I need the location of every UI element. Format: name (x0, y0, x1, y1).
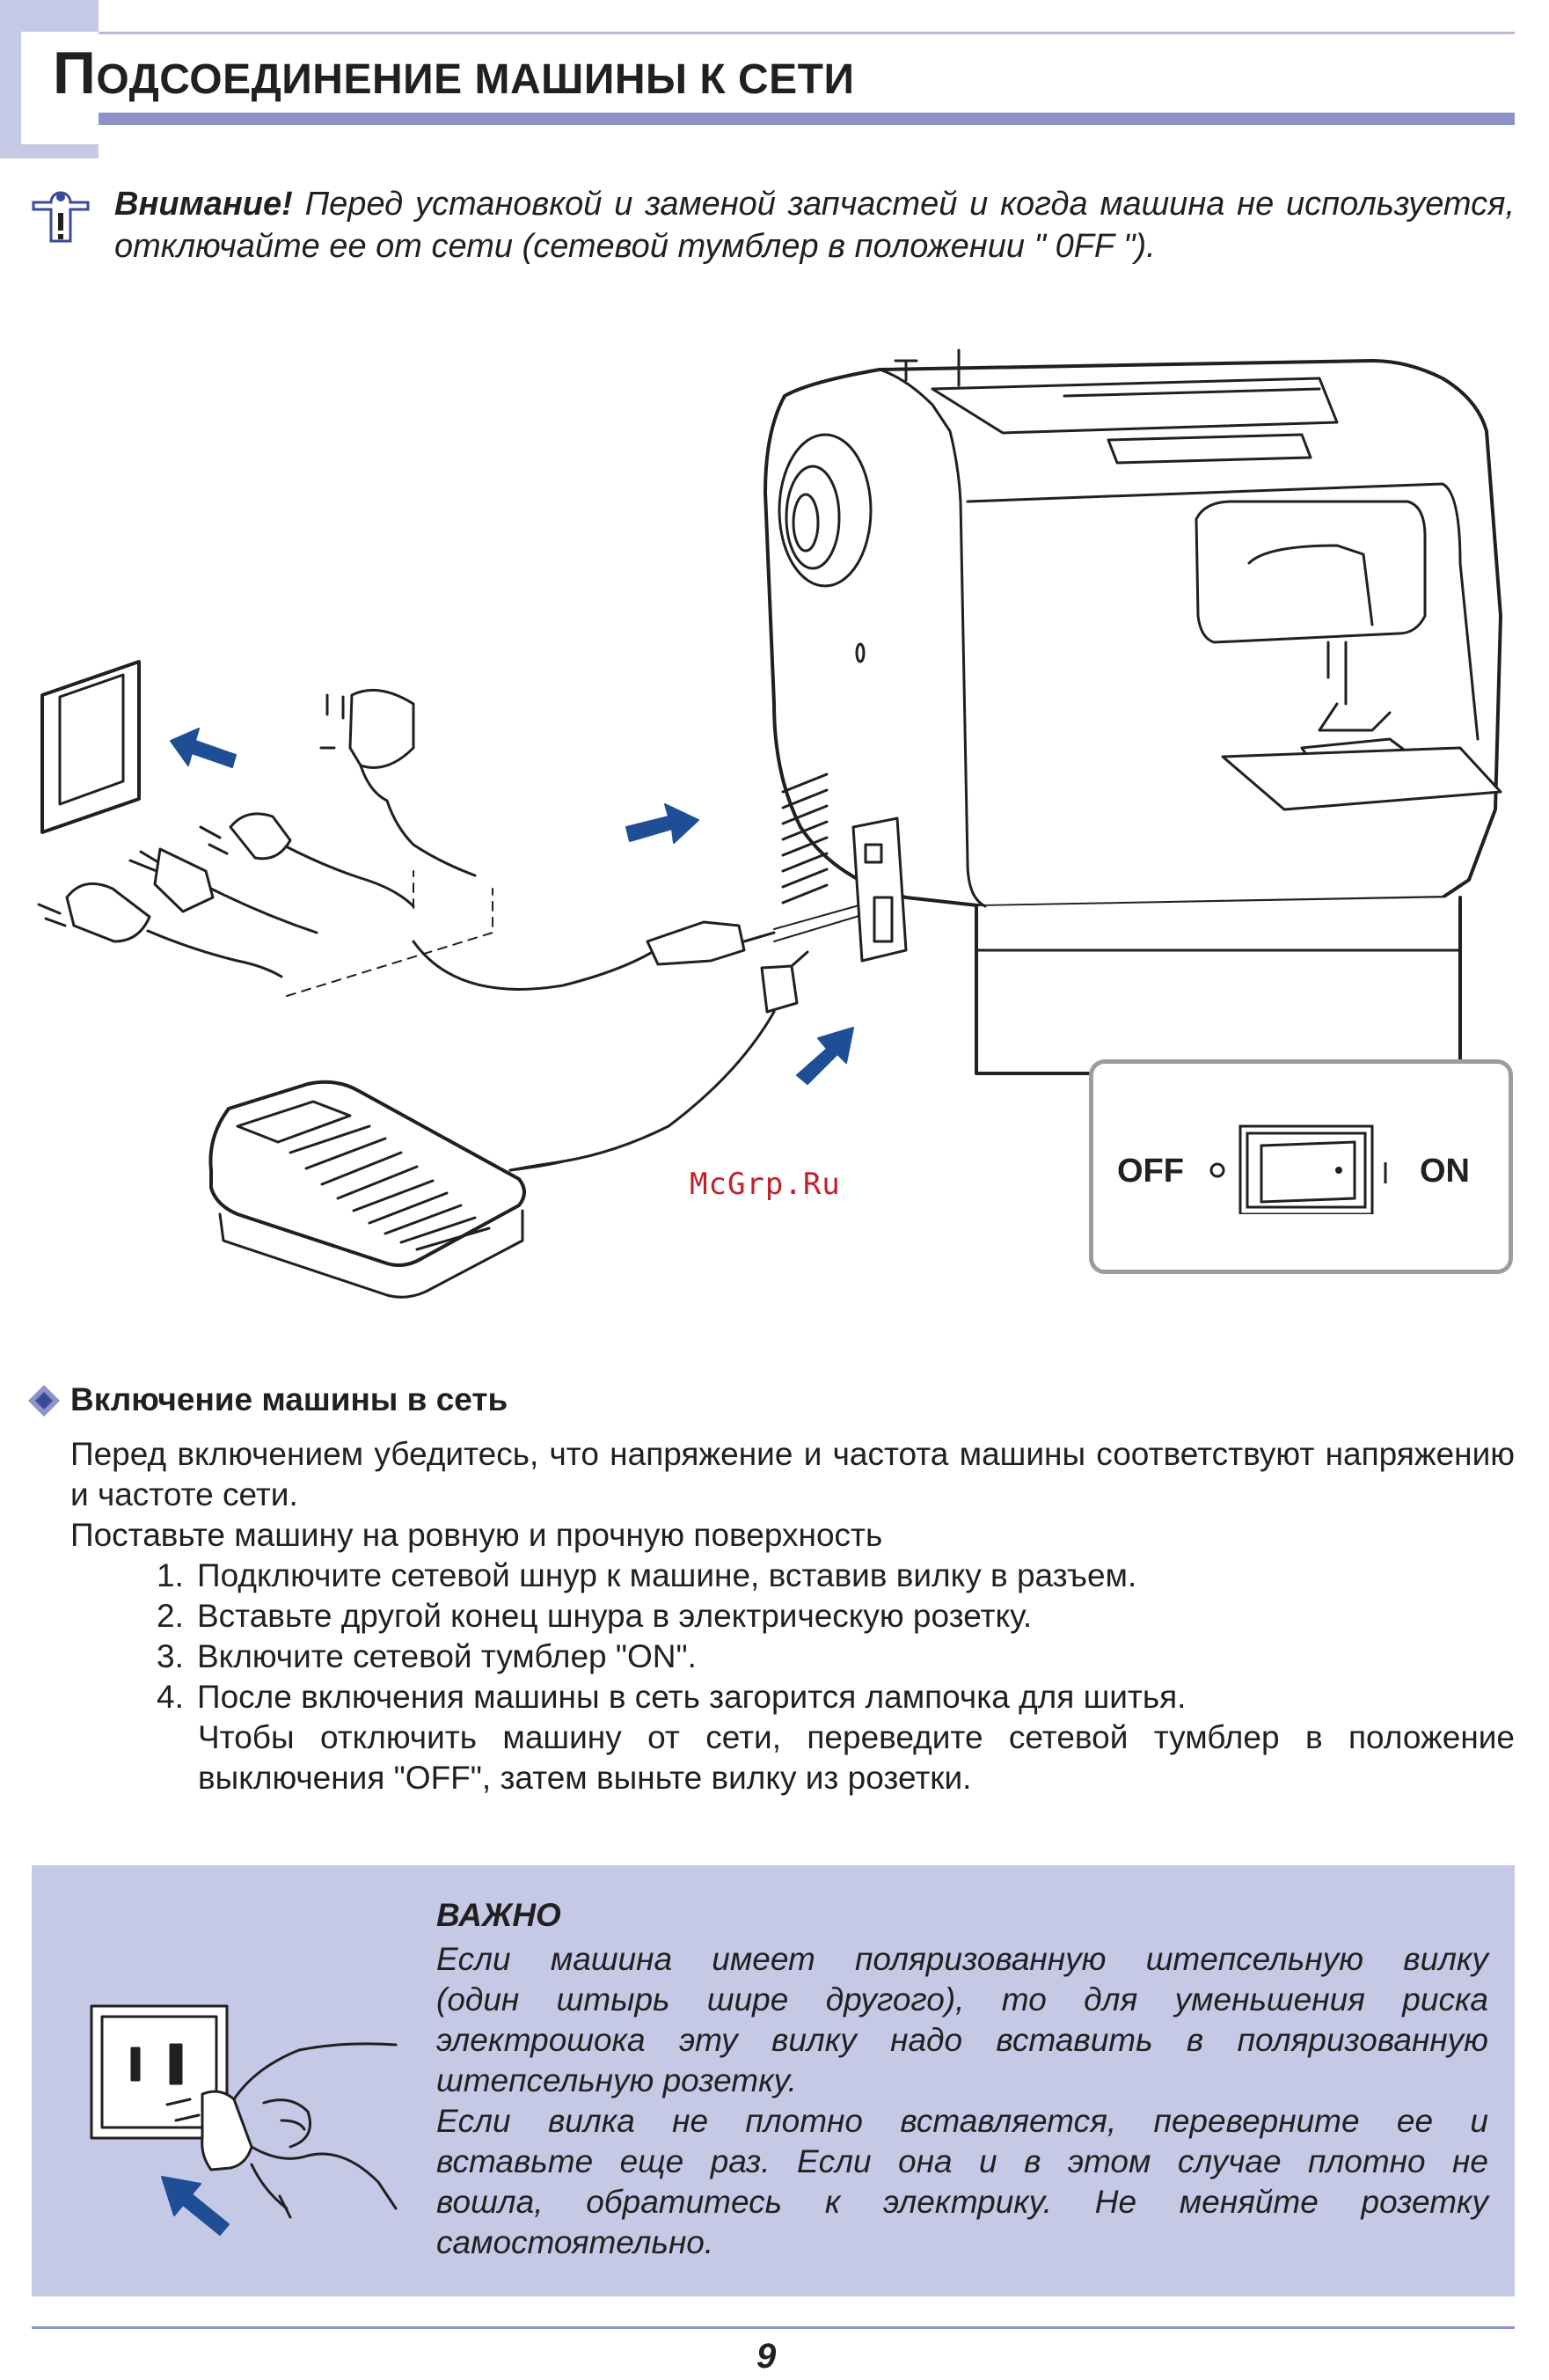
warning-label: Внимание! (114, 186, 293, 223)
switch-off-label: OFF (1117, 1153, 1184, 1190)
switch-on-label: ON (1420, 1153, 1470, 1190)
important-title: ВАЖНО (436, 1897, 561, 1933)
important-line: Если вилка не плотно вставляется, переве… (436, 2103, 1488, 2139)
step-number: 1. (157, 1557, 184, 1593)
arrow-to-outlet-icon (170, 728, 237, 768)
step-text: Включите сетевой тумблер "ON". (197, 1638, 697, 1674)
step-text: После включения машины в сеть загорится … (197, 1679, 1187, 1715)
warning-body: Перед установкой и заменой запчастей и к… (114, 186, 1515, 265)
foot-pedal-icon (208, 1080, 565, 1299)
step-number: 3. (157, 1638, 184, 1674)
caution-info-icon (32, 191, 90, 243)
header-decor-inner (21, 32, 99, 144)
uk-plug-icon (319, 688, 477, 877)
important-line: (один штырь шире другого), то для уменьш… (436, 1981, 1488, 2018)
warning-text: Внимание! Перед установкой и заменой зап… (114, 183, 1515, 267)
list-item: 2. Вставьте другой конец шнура в электрич… (157, 1596, 1515, 1637)
page-title-rest: ОДСОЕДИНЕНИЕ МАШИНЫ К СЕТИ (96, 56, 855, 103)
step-4-continuation: Чтобы отключить машину от сети, переведи… (198, 1719, 1515, 1796)
placement-paragraph: Поставьте машину на ровную и прочную пов… (70, 1517, 883, 1553)
step-number: 4. (157, 1679, 184, 1715)
arrow-to-jack-icon (796, 1027, 854, 1085)
foot-controller-jack-icon (760, 950, 809, 1014)
important-line: штепсельную розетку. (436, 2062, 797, 2098)
list-item: 1. Подключите сетевой шнур к машине, вста… (157, 1556, 1515, 1596)
euro-plug-icon (199, 812, 415, 908)
important-line: Если машина имеет поляризованную штепсел… (436, 1941, 1488, 1977)
wall-outlet-icon (40, 660, 141, 834)
header-top-rule (99, 32, 1515, 34)
insert-plug-arrow-icon (161, 2176, 230, 2236)
section-diamond-icon (28, 1385, 60, 1417)
watermark: McGrp.Ru (690, 1167, 841, 1202)
polarized-outlet-icon (90, 2004, 229, 2140)
power-connector-icon (646, 920, 776, 966)
section-heading: Включение машины в сеть (70, 1381, 508, 1417)
hand-with-plug-icon (165, 2042, 398, 2219)
important-line: вошла, обратитесь к электрику. Не меняйт… (436, 2184, 1488, 2220)
us-plug-icon (128, 847, 318, 934)
rocker-switch-icon (1209, 1124, 1374, 1214)
page-title: ПОДСОЕДИНЕНИЕ МАШИНЫ К СЕТИ (53, 39, 855, 107)
euro-plug-2-icon (37, 882, 283, 978)
important-line: самостоятельно. (436, 2224, 714, 2260)
polarized-plug-illustration (90, 2004, 398, 2236)
important-note-box (32, 1865, 1515, 2296)
footer-rule (32, 2326, 1515, 2329)
on-tick-icon (1384, 1162, 1387, 1183)
list-item: 4. После включения машины в сеть загоритс… (157, 1677, 1515, 1717)
intro-paragraph: Перед включением убедитесь, что напряжен… (70, 1436, 1515, 1512)
sewing-machine-icon (764, 348, 1502, 1075)
page-title-initial: П (53, 40, 97, 106)
step-number: 2. (157, 1598, 184, 1634)
step-text: Вставьте другой конец шнура в электричес… (197, 1598, 1033, 1634)
list-item: 3. Включите сетевой тумблер "ON". (157, 1637, 1515, 1677)
important-line: электрошока эту вилку надо вставить в по… (436, 2022, 1488, 2058)
arrow-to-machine-icon (625, 803, 699, 844)
step-text: Подключите сетевой шнур к машине, встави… (197, 1557, 1137, 1593)
sewing-machine-connection-illustration (37, 348, 1502, 1299)
important-text: Если машина имеет поляризованную штепсел… (436, 1939, 1488, 2263)
header-accent-bar (99, 113, 1515, 125)
page-number: 9 (756, 2337, 777, 2376)
important-line: вставьте еще раз. Если она и в этом случ… (436, 2143, 1488, 2179)
